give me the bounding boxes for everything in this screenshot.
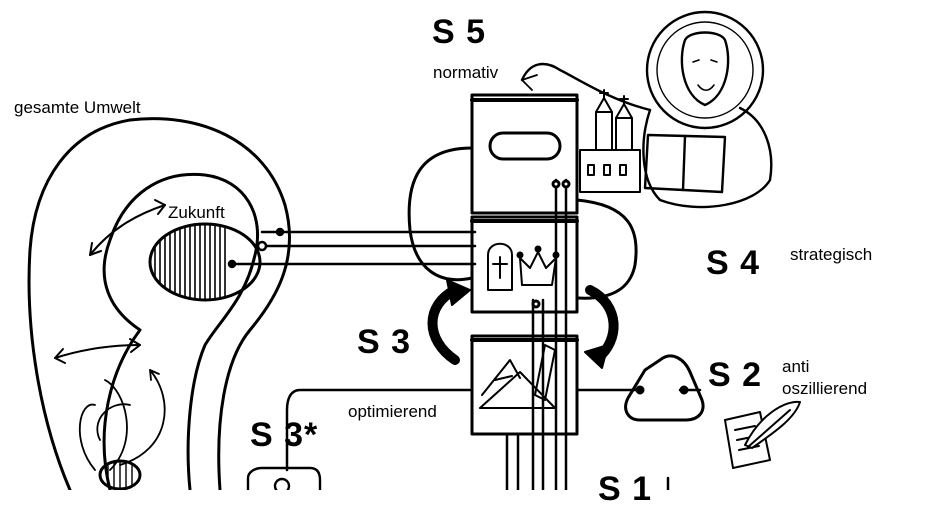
label-s5: S 5: [432, 13, 487, 51]
future-ellipse: [148, 222, 262, 302]
label-s3: S 3: [357, 323, 412, 361]
label-strategisch: strategisch: [790, 245, 873, 264]
label-zukunft: Zukunft: [168, 203, 225, 222]
environment-outline: [27, 117, 291, 490]
environment-arrows: [54, 199, 166, 364]
s4-box: [470, 215, 579, 314]
operations-environment-ellipse: [98, 459, 142, 490]
label-s2: S 2: [708, 356, 763, 394]
s5-inner-ellipse: [488, 131, 562, 161]
environment-inner-outline: [102, 172, 260, 490]
s3-s4-arrows: [427, 279, 619, 369]
eye-icon: [246, 466, 322, 490]
label-gesamte-umwelt: gesamte Umwelt: [14, 98, 141, 117]
book-icon: [643, 133, 727, 194]
label-s4: S 4: [706, 244, 761, 282]
quill-paper-icon: [724, 400, 801, 469]
toolbox-icon: [479, 344, 556, 409]
tombstone-icon: [487, 242, 513, 291]
s4-loop-right: [575, 198, 638, 300]
label-optimierend: optimierend: [348, 402, 437, 421]
management-column: [470, 93, 579, 490]
s5-box: [470, 93, 579, 215]
future-connections: [227, 227, 477, 269]
swirl-arrows: [78, 369, 166, 471]
s2-triangle: [575, 354, 705, 422]
label-s1: S 1: [598, 470, 653, 508]
vsm-diagram: [27, 10, 801, 490]
label-anti: anti: [782, 357, 810, 376]
crown-icon: [516, 245, 560, 286]
s3-box: [470, 334, 579, 436]
label-oszillierend: oszillierend: [782, 379, 868, 398]
christ-icon: [520, 10, 773, 209]
label-normativ: normativ: [433, 63, 499, 82]
s4-loop: [407, 146, 474, 282]
s3-audit-channel: [285, 388, 474, 472]
label-s3-star: S 3*: [250, 416, 319, 454]
